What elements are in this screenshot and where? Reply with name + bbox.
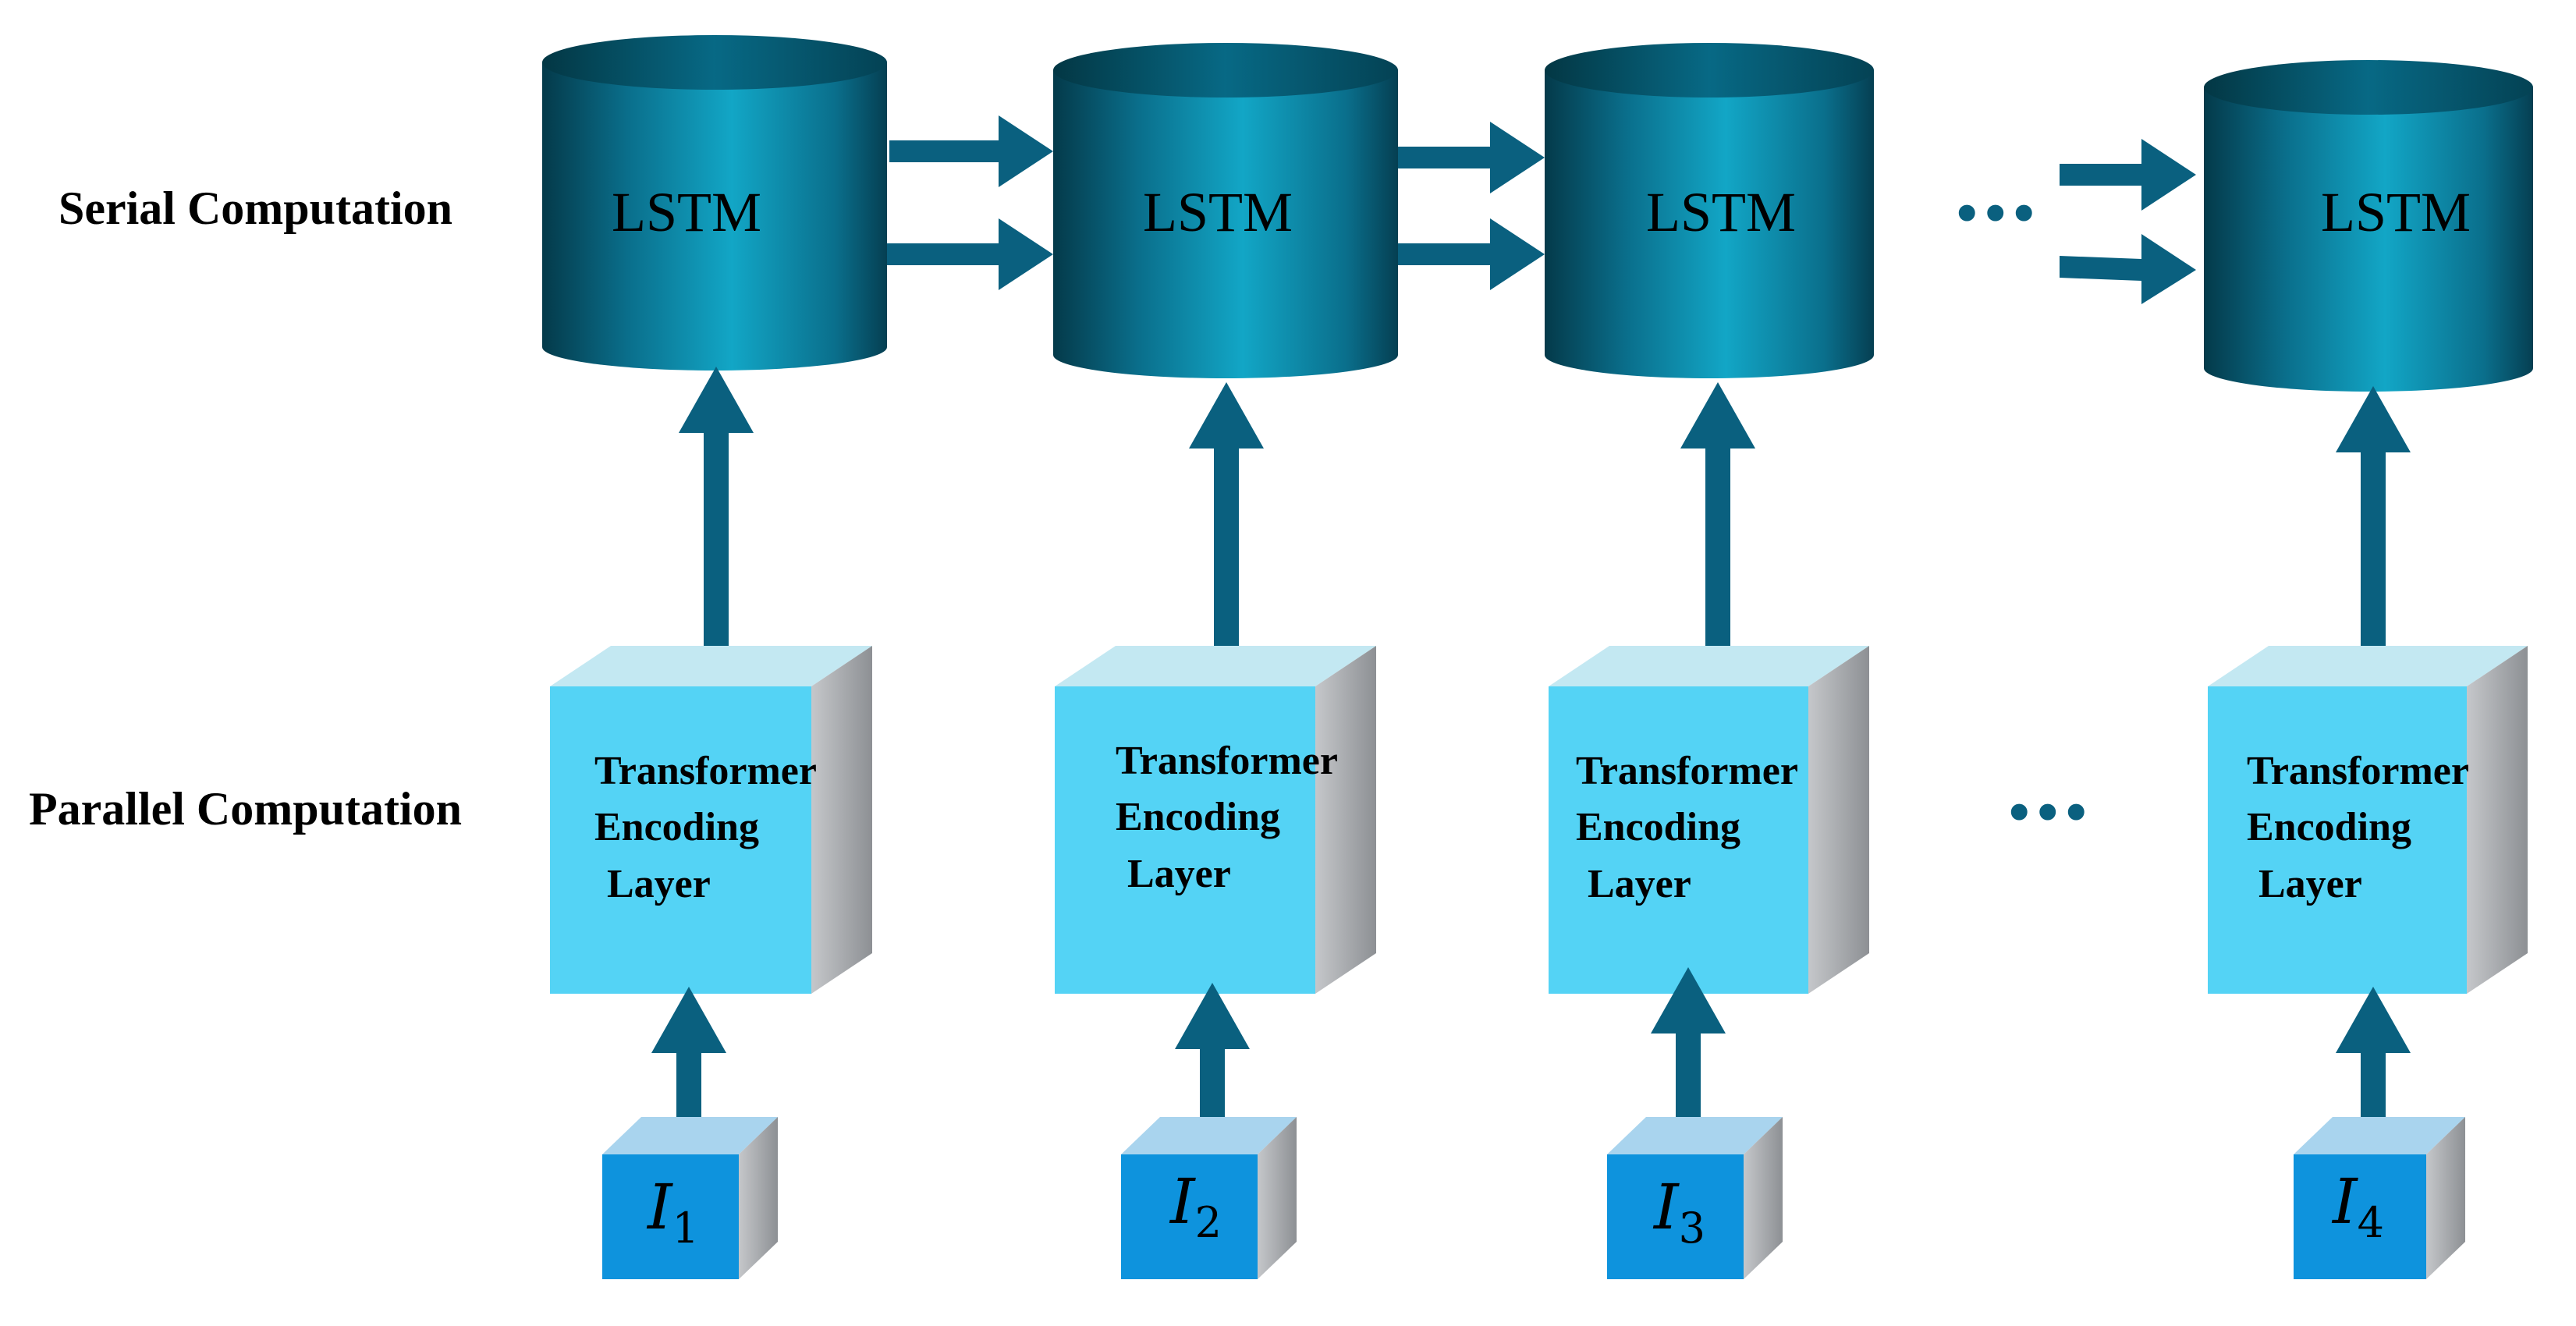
input-to-encoder-arrows xyxy=(651,967,2411,1140)
arrow-in1-enc1 xyxy=(651,987,726,1131)
lstm-block-2: LSTM xyxy=(1053,43,1398,378)
input-block-3: I3 xyxy=(1607,1117,1783,1279)
input-block-4: I4 xyxy=(2294,1117,2465,1279)
encoder-label-line1: Transformer xyxy=(1116,739,1338,783)
input-block-1: I1 xyxy=(602,1117,778,1279)
parallel-computation-label: Parallel Computation xyxy=(29,783,462,835)
lstm-label: LSTM xyxy=(2321,181,2471,243)
encoder-block-2: Transformer Encoding Layer xyxy=(1055,646,1376,994)
encoder-to-lstm-arrows xyxy=(679,367,2411,665)
encoder-label-line3: Layer xyxy=(1127,852,1231,896)
arrow-enc3-lstm3 xyxy=(1680,382,1755,657)
encoder-label-line1: Transformer xyxy=(1576,749,1798,793)
encoder-block-1: Transformer Encoding Layer xyxy=(550,646,872,994)
encoder-label-line3: Layer xyxy=(1588,862,1691,906)
input-block-2: I2 xyxy=(1121,1117,1297,1279)
arrow-lstm2-lstm3-bottom xyxy=(1396,218,1545,290)
lstm-label: LSTM xyxy=(1646,181,1796,243)
arrow-lstm3-lstm4-bottom xyxy=(2060,234,2196,304)
input-label: I4 xyxy=(2331,1165,2384,1247)
encoder-label-line1: Transformer xyxy=(594,749,817,793)
input-label: I1 xyxy=(646,1171,699,1253)
lstm-ellipsis: ••• xyxy=(1950,182,2035,247)
encoder-ellipsis: ••• xyxy=(2003,781,2088,846)
arrow-enc1-lstm1 xyxy=(679,367,754,665)
encoder-label-line3: Layer xyxy=(607,862,711,906)
arrow-enc2-lstm2 xyxy=(1189,382,1264,665)
arrow-lstm2-lstm3-top xyxy=(1396,122,1545,193)
lstm-block-1: LSTM xyxy=(542,35,887,370)
input-label: I3 xyxy=(1652,1171,1705,1253)
recurrent-arrows xyxy=(858,115,2196,304)
encoder-label-line2: Encoding xyxy=(1116,795,1280,839)
encoder-block-3: Transformer Encoding Layer xyxy=(1549,646,1869,994)
arrow-in3-enc3 xyxy=(1651,967,1726,1140)
lstm-block-3: LSTM xyxy=(1545,43,1874,378)
encoder-label-line3: Layer xyxy=(2258,862,2362,906)
lstm-label: LSTM xyxy=(1143,181,1293,243)
encoder-label-line1: Transformer xyxy=(2247,749,2469,793)
encoder-block-4: Transformer Encoding Layer xyxy=(2208,646,2528,994)
lstm-label: LSTM xyxy=(612,181,761,243)
arrow-in2-enc2 xyxy=(1175,983,1250,1131)
arrow-lstm3-lstm4-top xyxy=(2060,139,2196,211)
encoder-label-line2: Encoding xyxy=(2247,805,2411,849)
input-label: I2 xyxy=(1169,1165,1222,1247)
lstm-block-4: LSTM xyxy=(2204,60,2533,392)
arrow-lstm1-lstm2-top xyxy=(889,115,1053,187)
arrow-enc4-lstm4 xyxy=(2336,386,2411,665)
serial-computation-label: Serial Computation xyxy=(59,183,452,234)
arrow-lstm1-lstm2-bottom xyxy=(858,218,1053,290)
arrow-in4-enc4 xyxy=(2336,987,2411,1131)
encoder-label-line2: Encoding xyxy=(1576,805,1740,849)
encoder-label-line2: Encoding xyxy=(594,805,759,849)
